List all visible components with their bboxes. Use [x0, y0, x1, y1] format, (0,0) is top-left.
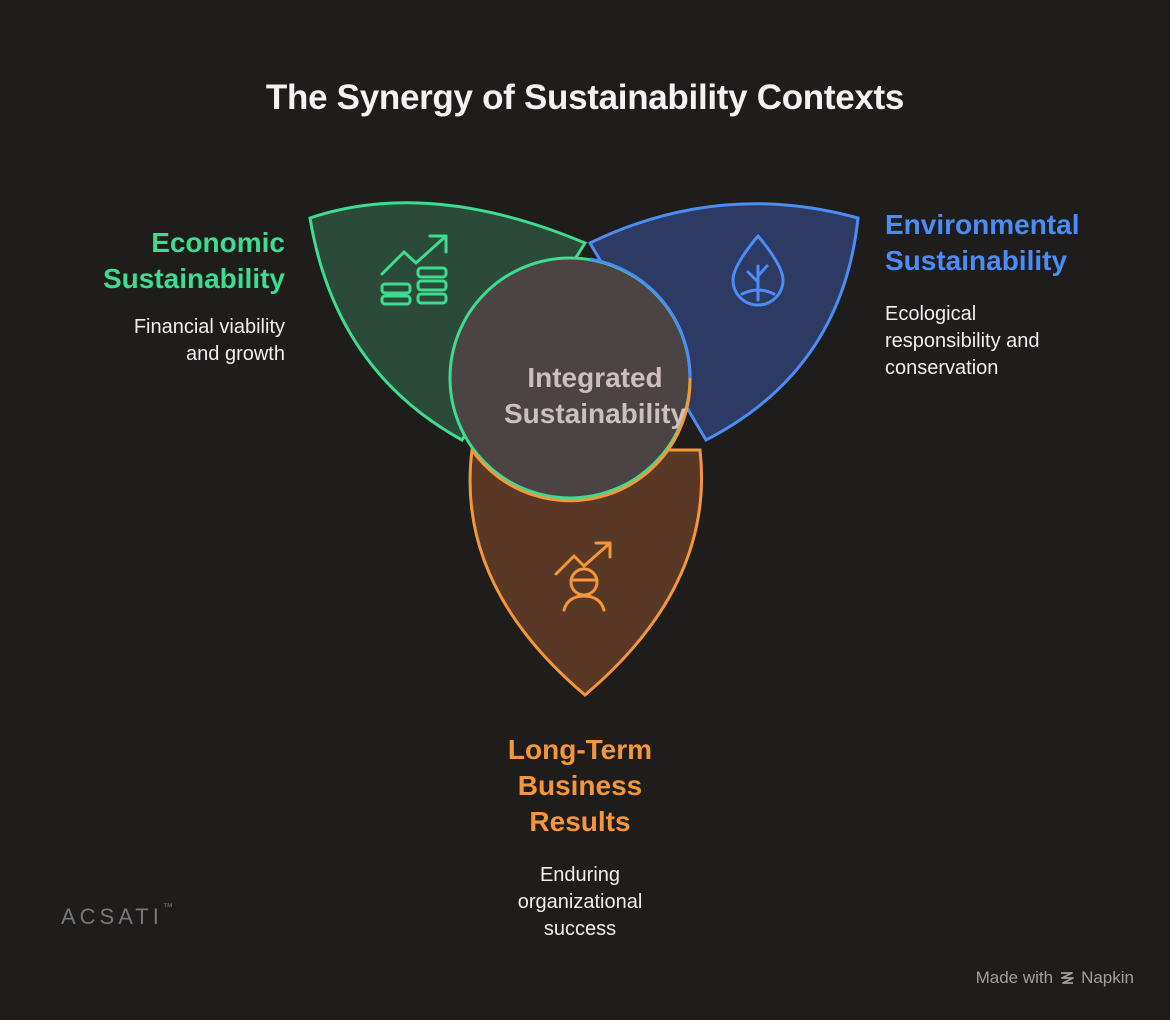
environmental-title: Environmental Sustainability [885, 207, 1145, 279]
watermark-text: ACSATI [61, 904, 163, 929]
coins-growth-icon [380, 234, 448, 306]
watermark-logo: ACSATI™ [61, 902, 173, 930]
center-circle-orange-arc [470, 377, 692, 503]
center-label-line1: Integrated [527, 362, 663, 393]
longterm-title-line1: Long-Term [507, 734, 653, 765]
economic-title-line1: Economic [151, 227, 285, 258]
made-with-text: Made with [975, 968, 1054, 987]
longterm-description: Enduring organizational success [460, 862, 700, 943]
environmental-description: Ecological responsibility and conservati… [885, 301, 1145, 382]
longterm-desc-line2: organizational [517, 891, 643, 913]
environmental-desc-line2: responsibility and [885, 330, 1040, 352]
economic-desc-line1: Financial viability [133, 316, 285, 338]
longterm-petal [468, 448, 704, 697]
environmental-desc-line3: conservation [885, 357, 999, 379]
center-label-line2: Sustainability [503, 398, 687, 429]
trademark-mark: ™ [162, 902, 173, 913]
person-growth-icon [554, 541, 612, 612]
environmental-petal [587, 202, 860, 442]
environmental-title-line2: Sustainability [885, 245, 1068, 276]
water-drop-tree-icon [731, 234, 785, 307]
made-with-credit[interactable]: Made with Napkin [976, 968, 1134, 988]
longterm-title-line3: Results [529, 806, 631, 837]
longterm-title-line2: Business [517, 770, 643, 801]
environmental-title-line1: Environmental [885, 209, 1080, 240]
longterm-desc-line1: Enduring [539, 864, 621, 886]
longterm-desc-line3: success [543, 918, 617, 940]
environmental-desc-line1: Ecological [885, 303, 977, 325]
economic-title: Economic Sustainability [25, 225, 285, 297]
center-label: Integrated Sustainability [450, 360, 740, 432]
economic-petal [308, 201, 588, 442]
economic-description: Financial viability and growth [25, 314, 285, 368]
economic-title-line2: Sustainability [102, 263, 285, 294]
page-title: The Synergy of Sustainability Contexts [265, 78, 905, 117]
longterm-title: Long-Term Business Results [460, 732, 700, 840]
napkin-brand-text: Napkin [1081, 968, 1134, 987]
center-circle-blue-arc [589, 257, 692, 379]
economic-desc-line2: and growth [186, 343, 285, 365]
napkin-logo-icon [1061, 972, 1074, 984]
